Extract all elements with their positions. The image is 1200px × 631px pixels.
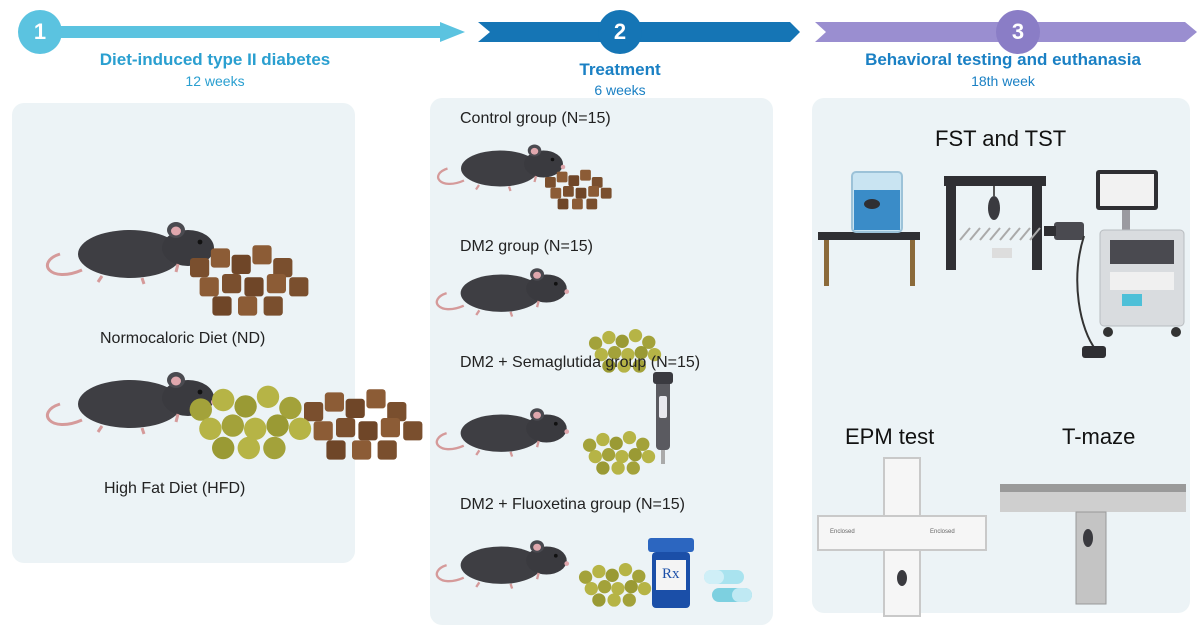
phase-1-title: Diet-induced type II diabetes — [99, 50, 331, 69]
tail-suspension-frame-icon — [944, 176, 1046, 270]
phase-2-title: Treatment — [579, 60, 661, 79]
phase-1-subtitle: 12 weeks — [185, 73, 245, 89]
rx-label: Rx — [662, 566, 680, 582]
phase-3-number: 3 — [1011, 19, 1025, 44]
pill-bottle-icon — [648, 538, 694, 608]
group-label-fluoxetina: DM2 + Fluoxetina group (N=15) — [460, 496, 685, 513]
phase-2-number: 2 — [613, 19, 627, 44]
epm-enclosed-left: Enclosed — [830, 529, 855, 535]
group-label-dm2: DM2 group (N=15) — [460, 238, 593, 255]
group-label-control: Control group (N=15) — [460, 110, 611, 127]
water-beaker-icon — [818, 171, 920, 286]
epm-enclosed-right: Enclosed — [930, 529, 955, 535]
panel-treatment — [430, 98, 773, 625]
syringe-pen-icon — [653, 372, 673, 464]
phase-3-subtitle: 18th week — [971, 73, 1035, 89]
phase-1-number: 1 — [33, 19, 47, 44]
group-label-semaglutida: DM2 + Semaglutida group (N=15) — [460, 354, 701, 371]
phase-3-title: Behavioral testing and euthanasia — [865, 50, 1141, 69]
capsule-icon — [704, 570, 752, 602]
camera-icon — [1044, 222, 1084, 240]
computer-cart-icon — [1076, 170, 1185, 358]
diet-label-nd: Normocaloric Diet (ND) — [100, 330, 266, 347]
timeline-arrow-3 — [815, 10, 1197, 54]
timeline-arrow-2 — [478, 10, 800, 54]
diet-label-hfd: High Fat Diet (HFD) — [104, 480, 246, 497]
fst-tst-title: FST and TST — [935, 126, 1067, 151]
phase-2-subtitle: 6 weeks — [594, 82, 646, 98]
epm-title: EPM test — [845, 424, 935, 449]
tmaze-title: T-maze — [1062, 424, 1136, 449]
timeline-arrow-1 — [18, 10, 465, 54]
t-maze-icon — [1000, 484, 1186, 605]
plus-maze-icon — [817, 457, 987, 617]
